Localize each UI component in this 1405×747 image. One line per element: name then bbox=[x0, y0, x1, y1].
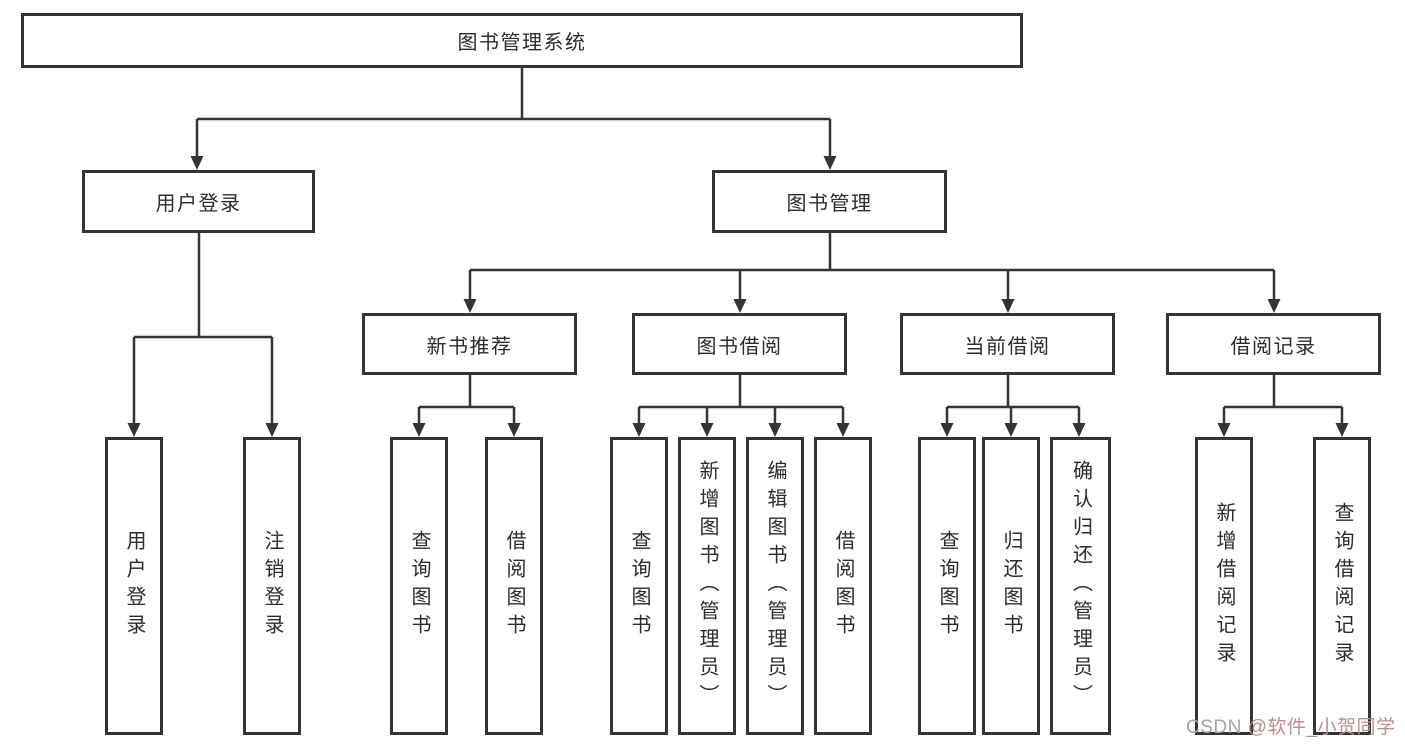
node-current-borrow: 当前借阅 bbox=[900, 313, 1115, 375]
leaf-borrow-book: 借阅图书 bbox=[814, 437, 872, 735]
leaf-query-borrow-record: 查询借阅记录 bbox=[1313, 437, 1371, 735]
watermark-handle: @软件_小贺同学 bbox=[1247, 717, 1396, 738]
leaf-user-login: 用户登录 bbox=[105, 437, 163, 735]
arrowheads-level2 bbox=[463, 299, 1281, 313]
connector-user-login-to-leaves bbox=[132, 233, 274, 424]
leaf-edit-book-admin: 编辑图书（管理员） bbox=[746, 437, 804, 735]
node-book-borrow: 图书借阅 bbox=[632, 313, 847, 375]
node-new-book-recommend: 新书推荐 bbox=[362, 313, 577, 375]
arrowheads-level1 bbox=[190, 156, 837, 170]
node-borrow-record: 借阅记录 bbox=[1166, 313, 1381, 375]
leaf-query-book-current: 查询图书 bbox=[918, 437, 976, 735]
leaf-logout: 注销登录 bbox=[243, 437, 301, 735]
node-root-system: 图书管理系统 bbox=[21, 13, 1023, 68]
node-user-login: 用户登录 bbox=[82, 170, 315, 233]
connector-new-book-to-leaves bbox=[417, 375, 516, 424]
connector-root-to-level1 bbox=[195, 68, 832, 157]
connector-book-management-to-level2 bbox=[468, 233, 1276, 300]
watermark-prefix: CSDN bbox=[1186, 717, 1248, 738]
leaf-query-book-borrow: 查询图书 bbox=[610, 437, 668, 735]
leaf-query-book-recommend: 查询图书 bbox=[390, 437, 448, 735]
connector-borrow-record-to-leaves bbox=[1222, 375, 1344, 424]
leaf-return-book: 归还图书 bbox=[982, 437, 1040, 735]
leaf-borrow-book-recommend: 借阅图书 bbox=[485, 437, 543, 735]
connector-book-borrow-to-leaves bbox=[637, 375, 845, 424]
arrowheads-leaves bbox=[127, 423, 1349, 437]
csdn-watermark: CSDN @软件_小贺同学 bbox=[1186, 712, 1395, 739]
leaf-add-book-admin: 新增图书（管理员） bbox=[678, 437, 736, 735]
node-book-management: 图书管理 bbox=[712, 170, 947, 233]
leaf-add-borrow-record: 新增借阅记录 bbox=[1195, 437, 1253, 735]
connector-current-borrow-to-leaves bbox=[945, 375, 1081, 424]
leaf-confirm-return-admin: 确认归还（管理员） bbox=[1050, 437, 1111, 735]
